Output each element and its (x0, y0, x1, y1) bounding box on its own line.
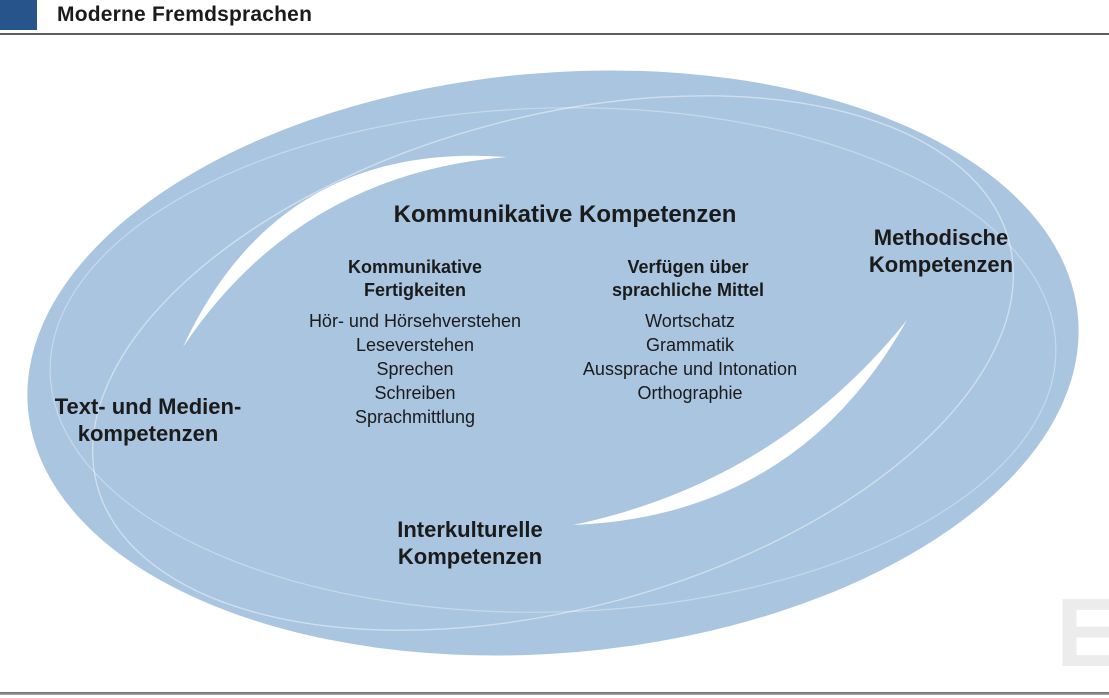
page-title: Moderne Fremdsprachen (57, 3, 313, 26)
label-line: Kompetenzen (397, 544, 543, 569)
heading-line: Verfügen über (627, 257, 749, 277)
list-item: Aussprache und Intonation (582, 359, 798, 379)
bottom-rule (0, 692, 1109, 695)
header-rule (0, 33, 1109, 35)
list-item: Grammatik (645, 335, 734, 355)
list-item: Sprechen (376, 359, 454, 379)
faint-ellipse-2 (49, 107, 1057, 613)
column-heading-kommunikative-fertigkeiten: Kommunikative Fertigkeiten (315, 256, 515, 302)
label-line: Methodische (873, 225, 1009, 250)
list-item: Hör- und Hörsehverstehen (308, 311, 522, 331)
heading-line: Fertigkeiten (363, 280, 467, 300)
zone-label-text-und-medienkompetenzen: Text- und Medien- kompetenzen (30, 393, 266, 447)
heading-line: sprachliche Mittel (611, 280, 765, 300)
list-item: Wortschatz (645, 311, 735, 331)
list-item: Schreiben (374, 383, 456, 403)
watermark-letter: E (1056, 578, 1109, 687)
list-item: Sprachmittlung (354, 407, 476, 427)
white-crescent-lower-right (573, 320, 907, 525)
white-crescent-upper-left (183, 155, 507, 347)
label-line: Text- und Medien- (54, 394, 242, 419)
zone-label-methodische-kompetenzen: Methodische Kompetenzen (836, 224, 1046, 278)
skills-list: Hör- und Hörsehverstehen Leseverstehen S… (265, 309, 565, 429)
diagram-title: Kommunikative Kompetenzen (393, 201, 737, 228)
zone-label-interkulturelle-kompetenzen: Interkulturelle Kompetenzen (352, 516, 588, 570)
column-heading-sprachliche-mittel: Verfügen über sprachliche Mittel (588, 256, 788, 302)
header-accent-square (0, 0, 37, 30)
heading-line: Kommunikative (347, 257, 483, 277)
label-line: Interkulturelle (397, 517, 543, 542)
label-line: Kompetenzen (868, 252, 1014, 277)
list-item: Leseverstehen (355, 335, 475, 355)
label-line: kompetenzen (77, 421, 219, 446)
list-item: Orthographie (637, 383, 743, 403)
faint-ellipse-1 (91, 95, 1015, 631)
means-list: Wortschatz Grammatik Aussprache und Into… (540, 309, 840, 405)
